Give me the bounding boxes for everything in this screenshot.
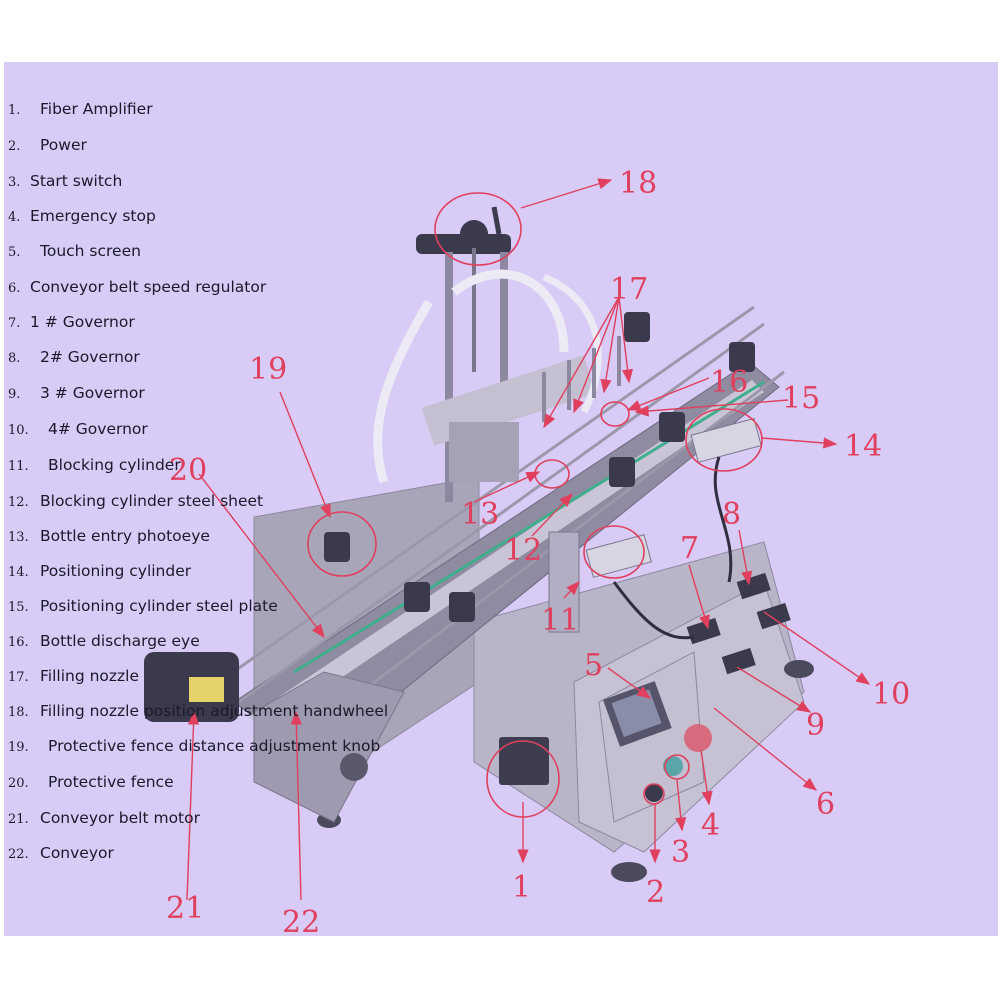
- callout-6: 6: [816, 787, 835, 822]
- legend-item: 10.4# Governor: [8, 420, 148, 438]
- legend-item: 12.Blocking cylinder steel sheet: [8, 492, 264, 510]
- legend-item: 18.Filling nozzle position adjustment ha…: [8, 702, 389, 720]
- legend-item: 15.Positioning cylinder steel plate: [8, 597, 278, 615]
- legend-item: 6.Conveyor belt speed regulator: [8, 278, 267, 296]
- legend-item: 9.3 # Governor: [8, 384, 145, 402]
- legend-item: 20.Protective fence: [8, 773, 174, 791]
- legend-item: 17.Filling nozzle: [8, 667, 140, 685]
- callout-3: 3: [671, 835, 690, 870]
- legend-item: 7.1 # Governor: [8, 313, 135, 331]
- callout-19: 19: [249, 352, 287, 387]
- legend-item: 13.Bottle entry photoeye: [8, 527, 210, 545]
- callout-13: 13: [461, 497, 499, 532]
- callout-4: 4: [701, 808, 720, 843]
- callout-12: 12: [504, 533, 542, 568]
- legend-item: 8.2# Governor: [8, 348, 140, 366]
- legend-item: 14.Positioning cylinder: [8, 562, 192, 580]
- callout-17: 17: [610, 272, 648, 307]
- filling-machine-illustration: 1 2 3 4 5 6 7 8 9 10 11 12 13 14 15 16 1…: [144, 166, 910, 936]
- legend-item: 1.Fiber Amplifier: [8, 100, 153, 118]
- callout-14: 14: [844, 429, 882, 464]
- callout-20: 20: [169, 453, 207, 488]
- callout-18: 18: [619, 166, 657, 201]
- callout-10: 10: [872, 677, 910, 712]
- callout-15: 15: [782, 381, 820, 416]
- callout-1: 1: [512, 870, 531, 905]
- legend-item: 4.Emergency stop: [8, 207, 156, 225]
- callout-22: 22: [282, 905, 320, 936]
- callout-16: 16: [710, 365, 748, 400]
- callout-9: 9: [806, 708, 825, 743]
- callout-8: 8: [722, 497, 741, 532]
- legend-item: 11.Blocking cylinder: [8, 456, 181, 474]
- legend-item: 5.Touch screen: [8, 242, 141, 260]
- callout-2: 2: [646, 875, 665, 910]
- diagram-panel: 1 2 3 4 5 6 7 8 9 10 11 12 13 14 15 16 1…: [4, 62, 998, 936]
- legend-item: 19.Protective fence distance adjustment …: [8, 737, 381, 755]
- legend-item: 16.Bottle discharge eye: [8, 632, 200, 650]
- legend-item: 22.Conveyor: [8, 844, 114, 862]
- callout-5: 5: [584, 648, 603, 683]
- legend-item: 2.Power: [8, 136, 87, 154]
- legend-item: 21.Conveyor belt motor: [8, 809, 200, 827]
- callout-11: 11: [541, 603, 579, 638]
- callout-21: 21: [166, 891, 204, 926]
- callout-labels: 1 2 3 4 5 6 7 8 9 10 11 12 13 14 15 16 1…: [166, 166, 910, 936]
- callout-7: 7: [680, 531, 699, 566]
- legend-item: 3.Start switch: [8, 172, 123, 190]
